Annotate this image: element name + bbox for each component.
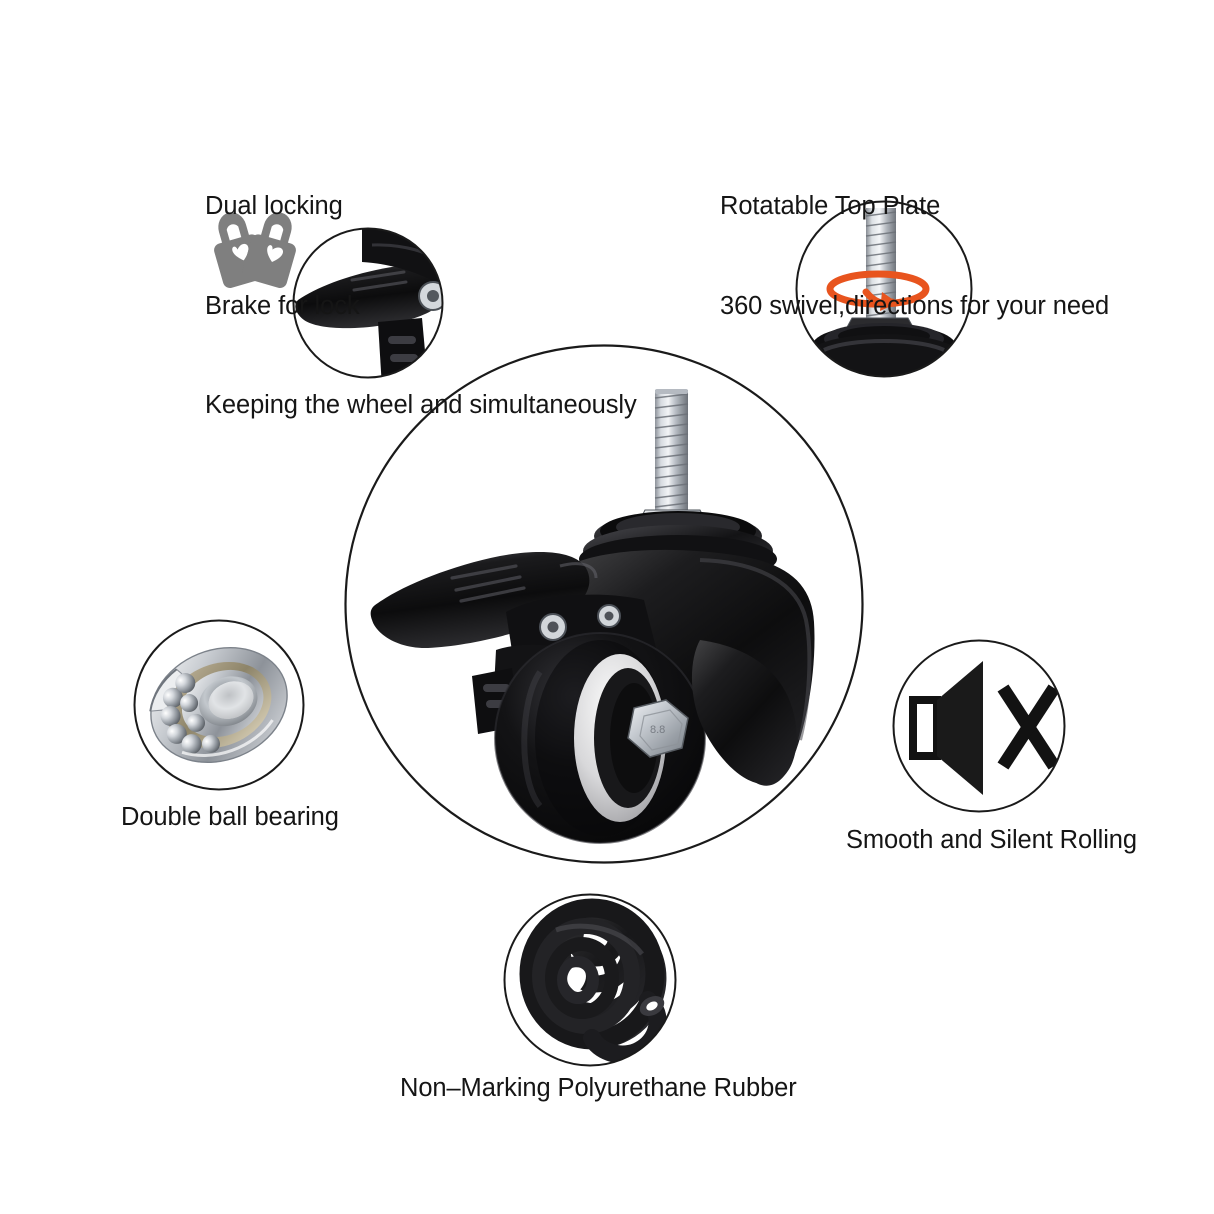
brake-linkage-bracket <box>494 594 656 690</box>
ball-bearing-illustration <box>135 621 303 789</box>
coil-spiral <box>525 907 667 1049</box>
non-marking-rubber-label: Non–Marking Polyurethane Rubber <box>400 1074 797 1102</box>
rotatable-line-1: Rotatable Top Plate <box>720 192 941 221</box>
double-ball-bearing-label: Double ball bearing <box>121 803 339 831</box>
rotatable-top-plate-label: Rotatable Top Plate 360 swivel,direction… <box>720 124 1109 389</box>
mute-circle-outline <box>892 639 1066 813</box>
polyurethane-wheel <box>494 632 706 844</box>
dual-locking-line-3: Keeping the wheel and simultaneously <box>205 391 637 420</box>
dual-locking-line-2: Brake for lock <box>205 291 360 320</box>
smooth-silent-rolling-label: Smooth and Silent Rolling <box>846 826 1137 854</box>
bearing-balls <box>160 673 220 755</box>
brake-pedal <box>370 552 598 649</box>
dual-locking-line-1: Dual locking <box>205 192 343 221</box>
threaded-stem <box>639 389 706 532</box>
axle-hex-bolt: 8.8 <box>627 699 689 758</box>
rotatable-line-2: 360 swivel,directions for your need <box>720 291 1110 320</box>
svg-text:8.8: 8.8 <box>650 724 665 736</box>
rubber-coil-circle-outline <box>503 893 677 1067</box>
fork-right-flank <box>691 640 797 785</box>
x-mark <box>997 684 1060 770</box>
swivel-top-plate <box>579 511 777 583</box>
mute-speaker-illustration <box>894 641 1064 811</box>
brake-catch-tab <box>472 668 520 734</box>
rubber-coil-illustration <box>505 895 675 1065</box>
dual-locking-label: Dual locking Brake for lock Keeping the … <box>205 124 637 489</box>
ball-bearing-circle-outline <box>133 619 305 791</box>
caster-fork-body <box>556 549 815 786</box>
